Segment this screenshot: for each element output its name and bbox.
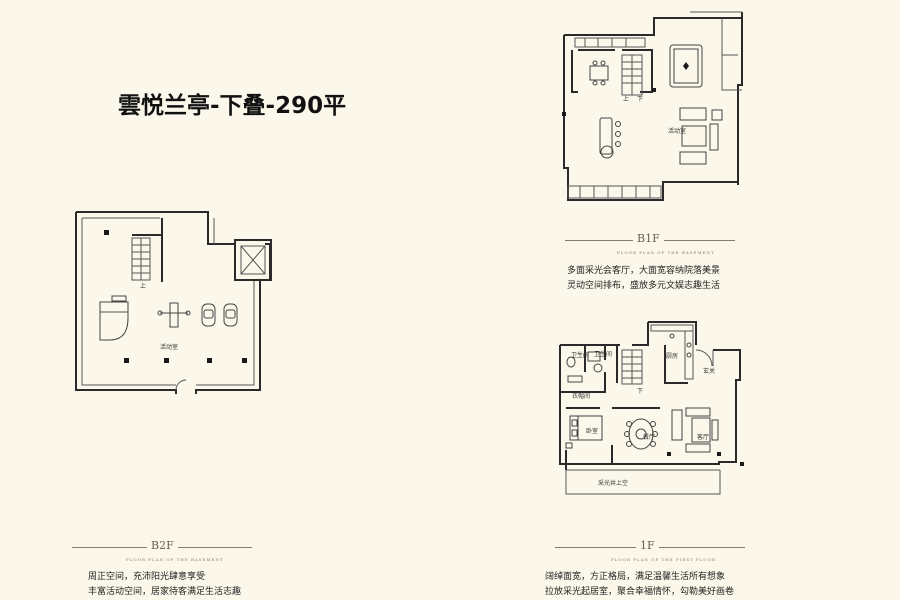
b2f-subtitle: FLOOR PLAN OF THE BASEMENT <box>126 557 224 562</box>
b1f-down-label: 下 <box>637 96 643 103</box>
plan-title: 雲悦兰亭-下叠-290平 <box>118 93 347 119</box>
b2f-up-label: 上 <box>140 282 146 290</box>
1f-kitchen-label: 厨房 <box>666 352 678 360</box>
b2f-desc-line1: 周正空间，充沛阳光肆意享受 <box>88 572 206 582</box>
b1f-up-label: 上 <box>623 95 629 103</box>
b1f-desc-line2: 灵动空间排布，盛放多元文娱志趣生活 <box>567 281 721 291</box>
1f-bedroom-label: 卧室 <box>586 427 598 435</box>
1f-subtitle: FLOOR PLAN OF THE FIRST FLOOR <box>611 557 717 562</box>
b2f-desc-line2: 丰富活动空间，居家待客满足生活志趣 <box>88 587 242 597</box>
b2f-plan: 活动室 上 <box>75 211 272 394</box>
b2f-activity-label: 活动室 <box>160 343 178 351</box>
1f-cloak-label: 衣帽间 <box>572 392 590 400</box>
b2f-code: B2F <box>147 539 178 552</box>
1f-plan: 卫生间 卫生间 厨房 玄关 餐厅 客厅 卧室 衣帽间 下 采光井上空 <box>559 321 744 495</box>
1f-desc-line1: 阔绰面宽，方正格局，满足温馨生活所有想象 <box>545 572 726 582</box>
1f-entry-label: 玄关 <box>703 367 715 375</box>
1f-down-label: 下 <box>637 388 643 395</box>
1f-desc-line2: 拉放采光起居室，聚合幸福情怀，勾勒美好画卷 <box>545 587 735 597</box>
1f-code: 1F <box>636 539 659 552</box>
b1f-plan: 活动室 上 下 <box>562 11 743 201</box>
b1f-activity-label: 活动室 <box>668 127 686 135</box>
1f-bath2-label: 卫生间 <box>594 350 612 358</box>
1f-dining-label: 餐厅 <box>643 433 655 441</box>
1f-living-label: 客厅 <box>697 433 709 441</box>
b1f-subtitle: FLOOR PLAN OF THE BASEMENT <box>617 250 715 255</box>
1f-bath1-label: 卫生间 <box>571 351 589 359</box>
b1f-desc-line1: 多面采光会客厅，大面宽容纳院落美景 <box>567 266 721 276</box>
b1f-code: B1F <box>633 232 664 245</box>
1f-skylight-label: 采光井上空 <box>598 479 628 487</box>
